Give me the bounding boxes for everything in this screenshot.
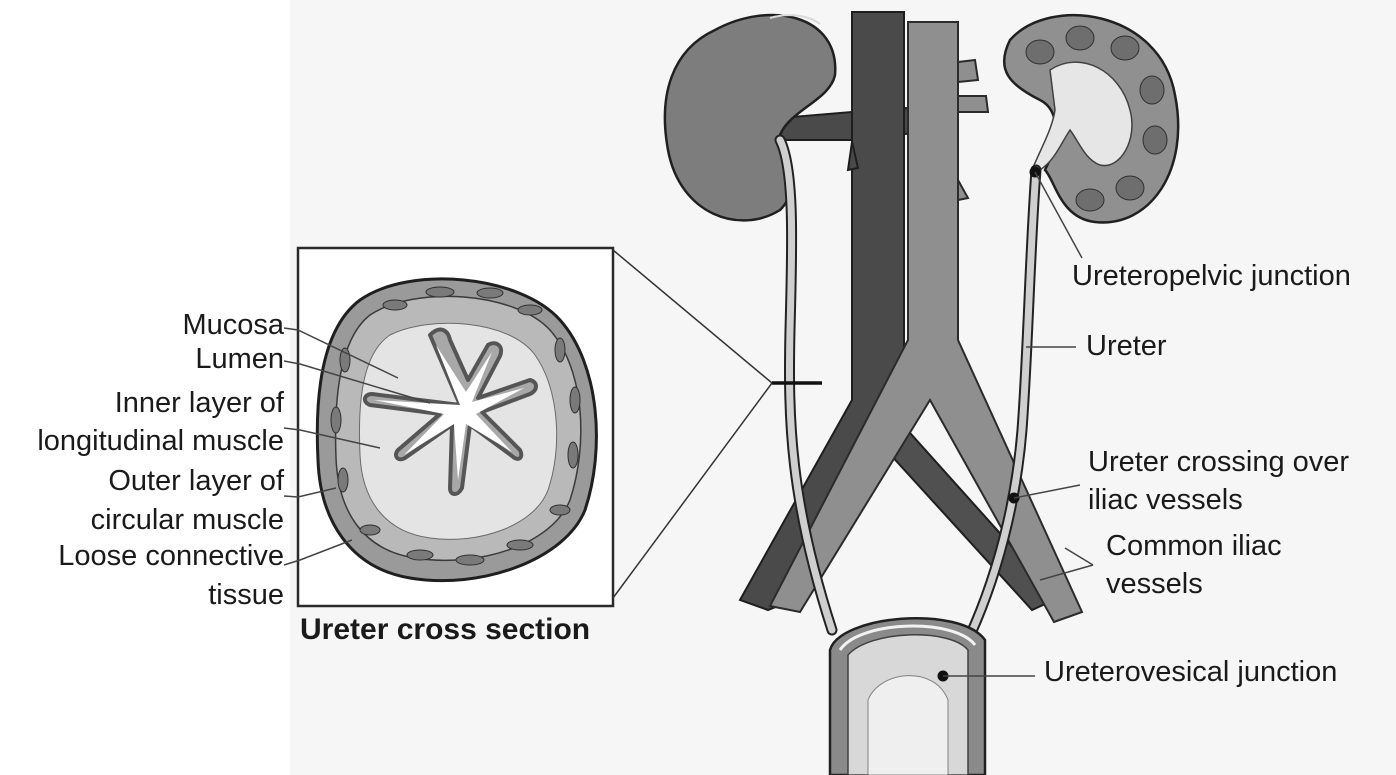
zoom-line-top bbox=[612, 249, 773, 384]
renal-pyramids bbox=[1025, 25, 1168, 212]
label-ureter-crossing-line2: iliac vessels bbox=[1088, 484, 1243, 516]
lumen bbox=[374, 345, 524, 480]
bladder-rim bbox=[838, 624, 977, 651]
label-loose-connective-line1: Loose connective bbox=[58, 540, 284, 572]
renal-pelvis bbox=[1030, 61, 1133, 171]
aortic-branch-upper bbox=[957, 58, 980, 84]
right-ureter-fill bbox=[964, 166, 1040, 644]
label-lumen: Lumen bbox=[195, 343, 284, 375]
aortic-branch-middle bbox=[957, 95, 990, 113]
zoom-line-bottom bbox=[612, 382, 773, 599]
label-inner-layer-line1: Inner layer of bbox=[114, 387, 284, 419]
aortic-branch-lower bbox=[957, 176, 970, 202]
inset-caption: Ureter cross section bbox=[300, 613, 591, 646]
right-leader-lines bbox=[943, 171, 1094, 677]
label-ureter: Ureter bbox=[1086, 330, 1167, 362]
label-common-iliac-line2: vessels bbox=[1106, 568, 1203, 600]
label-ureterovesical-junction: Ureterovesical junction bbox=[1044, 656, 1338, 688]
label-loose-connective-line2: tissue bbox=[208, 579, 284, 611]
label-inner-layer-line2: longitudinal muscle bbox=[37, 425, 284, 457]
label-mucosa: Mucosa bbox=[182, 309, 284, 341]
bladder-inner-fold bbox=[867, 675, 949, 775]
label-outer-layer-line2: circular muscle bbox=[90, 504, 284, 536]
gonadal-vein-stub bbox=[846, 141, 860, 172]
left-ureter-fill bbox=[776, 136, 836, 634]
label-ureteropelvic-junction: Ureteropelvic junction bbox=[1072, 260, 1351, 292]
circular-muscle-cells bbox=[330, 286, 581, 566]
left-leader-lines bbox=[283, 327, 431, 566]
left-kidney-highlight bbox=[769, 14, 821, 25]
label-ureter-crossing-line1: Ureter crossing over bbox=[1088, 446, 1350, 478]
label-outer-layer-line1: Outer layer of bbox=[108, 465, 284, 497]
label-common-iliac-line1: Common iliac bbox=[1106, 530, 1282, 562]
